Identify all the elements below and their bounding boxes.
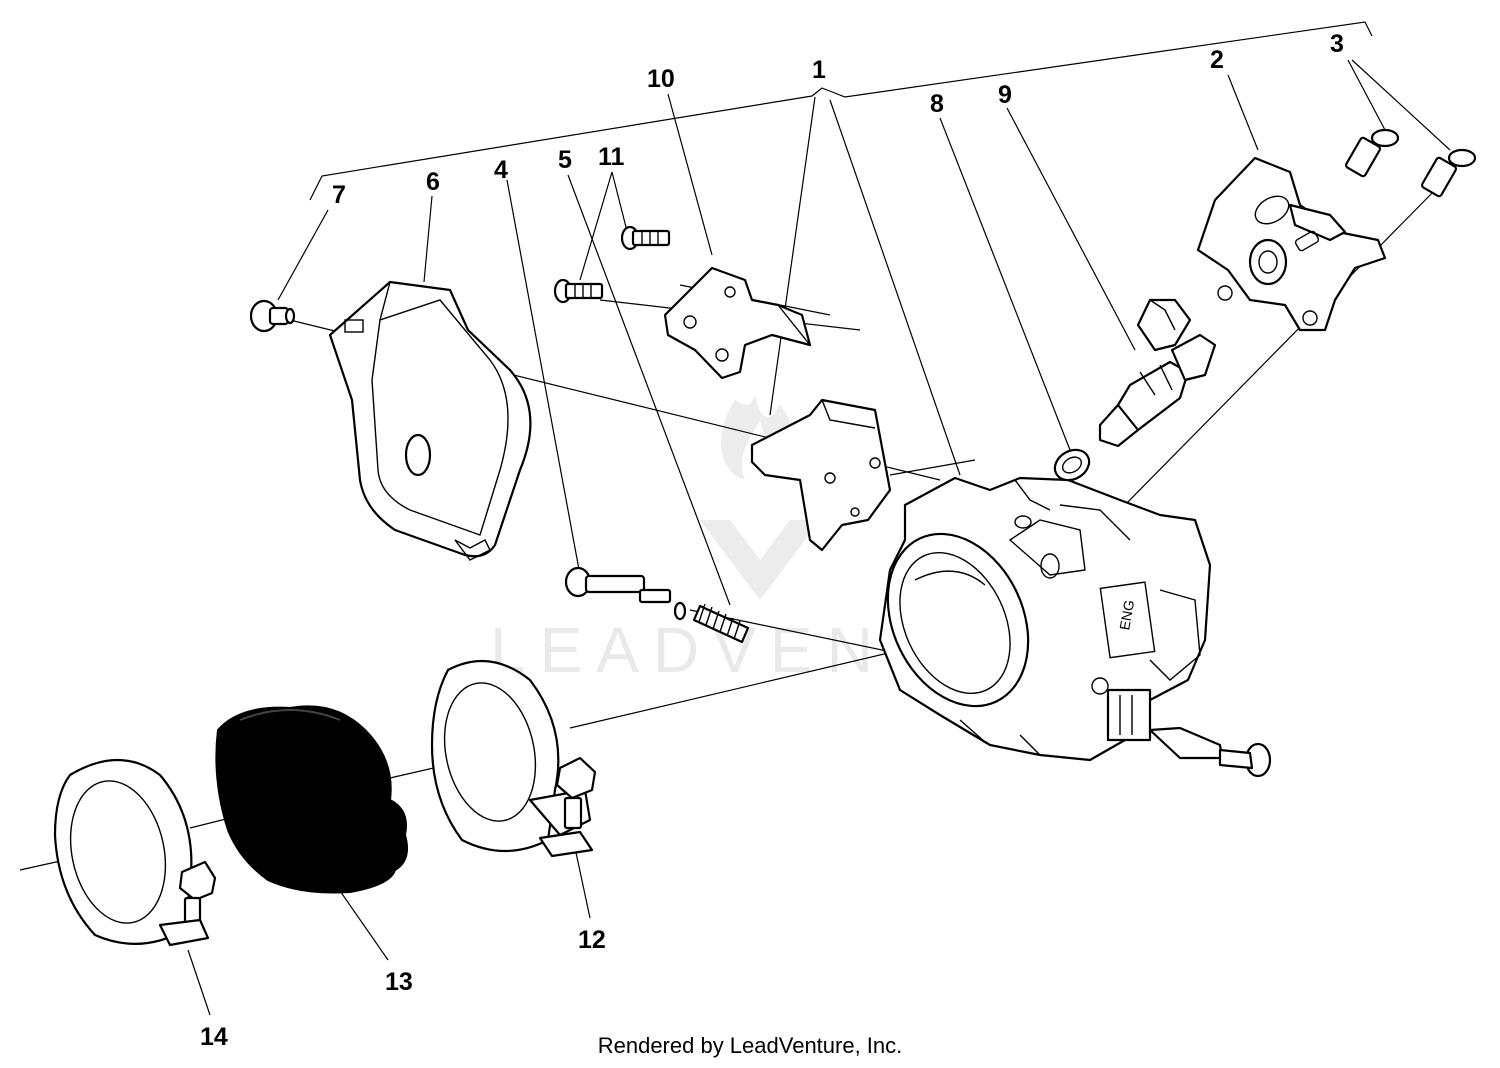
part-1-mounting-plate [750, 398, 892, 552]
part-7-cap-nut [249, 299, 296, 333]
callout-5: 5 [558, 146, 572, 174]
svg-text:ENG: ENG [1116, 599, 1137, 632]
part-5-spring [673, 601, 750, 644]
footer-credit: Rendered by LeadVenture, Inc. [597, 1033, 903, 1058]
part-2-sensor [1196, 156, 1387, 332]
callout-labels: 1 2 3 4 5 6 7 8 9 10 11 12 13 14 [200, 30, 1344, 1051]
throttle-body: ENG [878, 476, 1272, 778]
callout-9: 9 [998, 81, 1012, 109]
callout-1: 1 [812, 56, 826, 84]
assembly-bracket [309, 21, 1373, 201]
callout-12: 12 [578, 926, 606, 954]
callout-14: 14 [200, 1023, 228, 1051]
part-14-clamp [53, 759, 217, 947]
part-11-screws [553, 225, 671, 304]
callout-13: 13 [385, 968, 413, 996]
callout-8: 8 [930, 90, 944, 118]
part-4-pin [564, 566, 672, 604]
callout-2: 2 [1210, 46, 1224, 74]
callout-7: 7 [332, 181, 346, 209]
callout-11: 11 [598, 143, 625, 171]
callout-4: 4 [494, 156, 508, 184]
part-8-seal [1053, 448, 1091, 482]
part-3-rivets [1344, 128, 1477, 198]
callout-10: 10 [647, 65, 675, 93]
callout-3: 3 [1330, 30, 1344, 58]
part-10-bracket [663, 266, 812, 380]
callout-6: 6 [426, 168, 440, 196]
part-6-cover [328, 280, 532, 561]
part-9-injector [1098, 298, 1217, 448]
part-12-clamp [430, 659, 597, 858]
part-13-boot [215, 705, 408, 894]
